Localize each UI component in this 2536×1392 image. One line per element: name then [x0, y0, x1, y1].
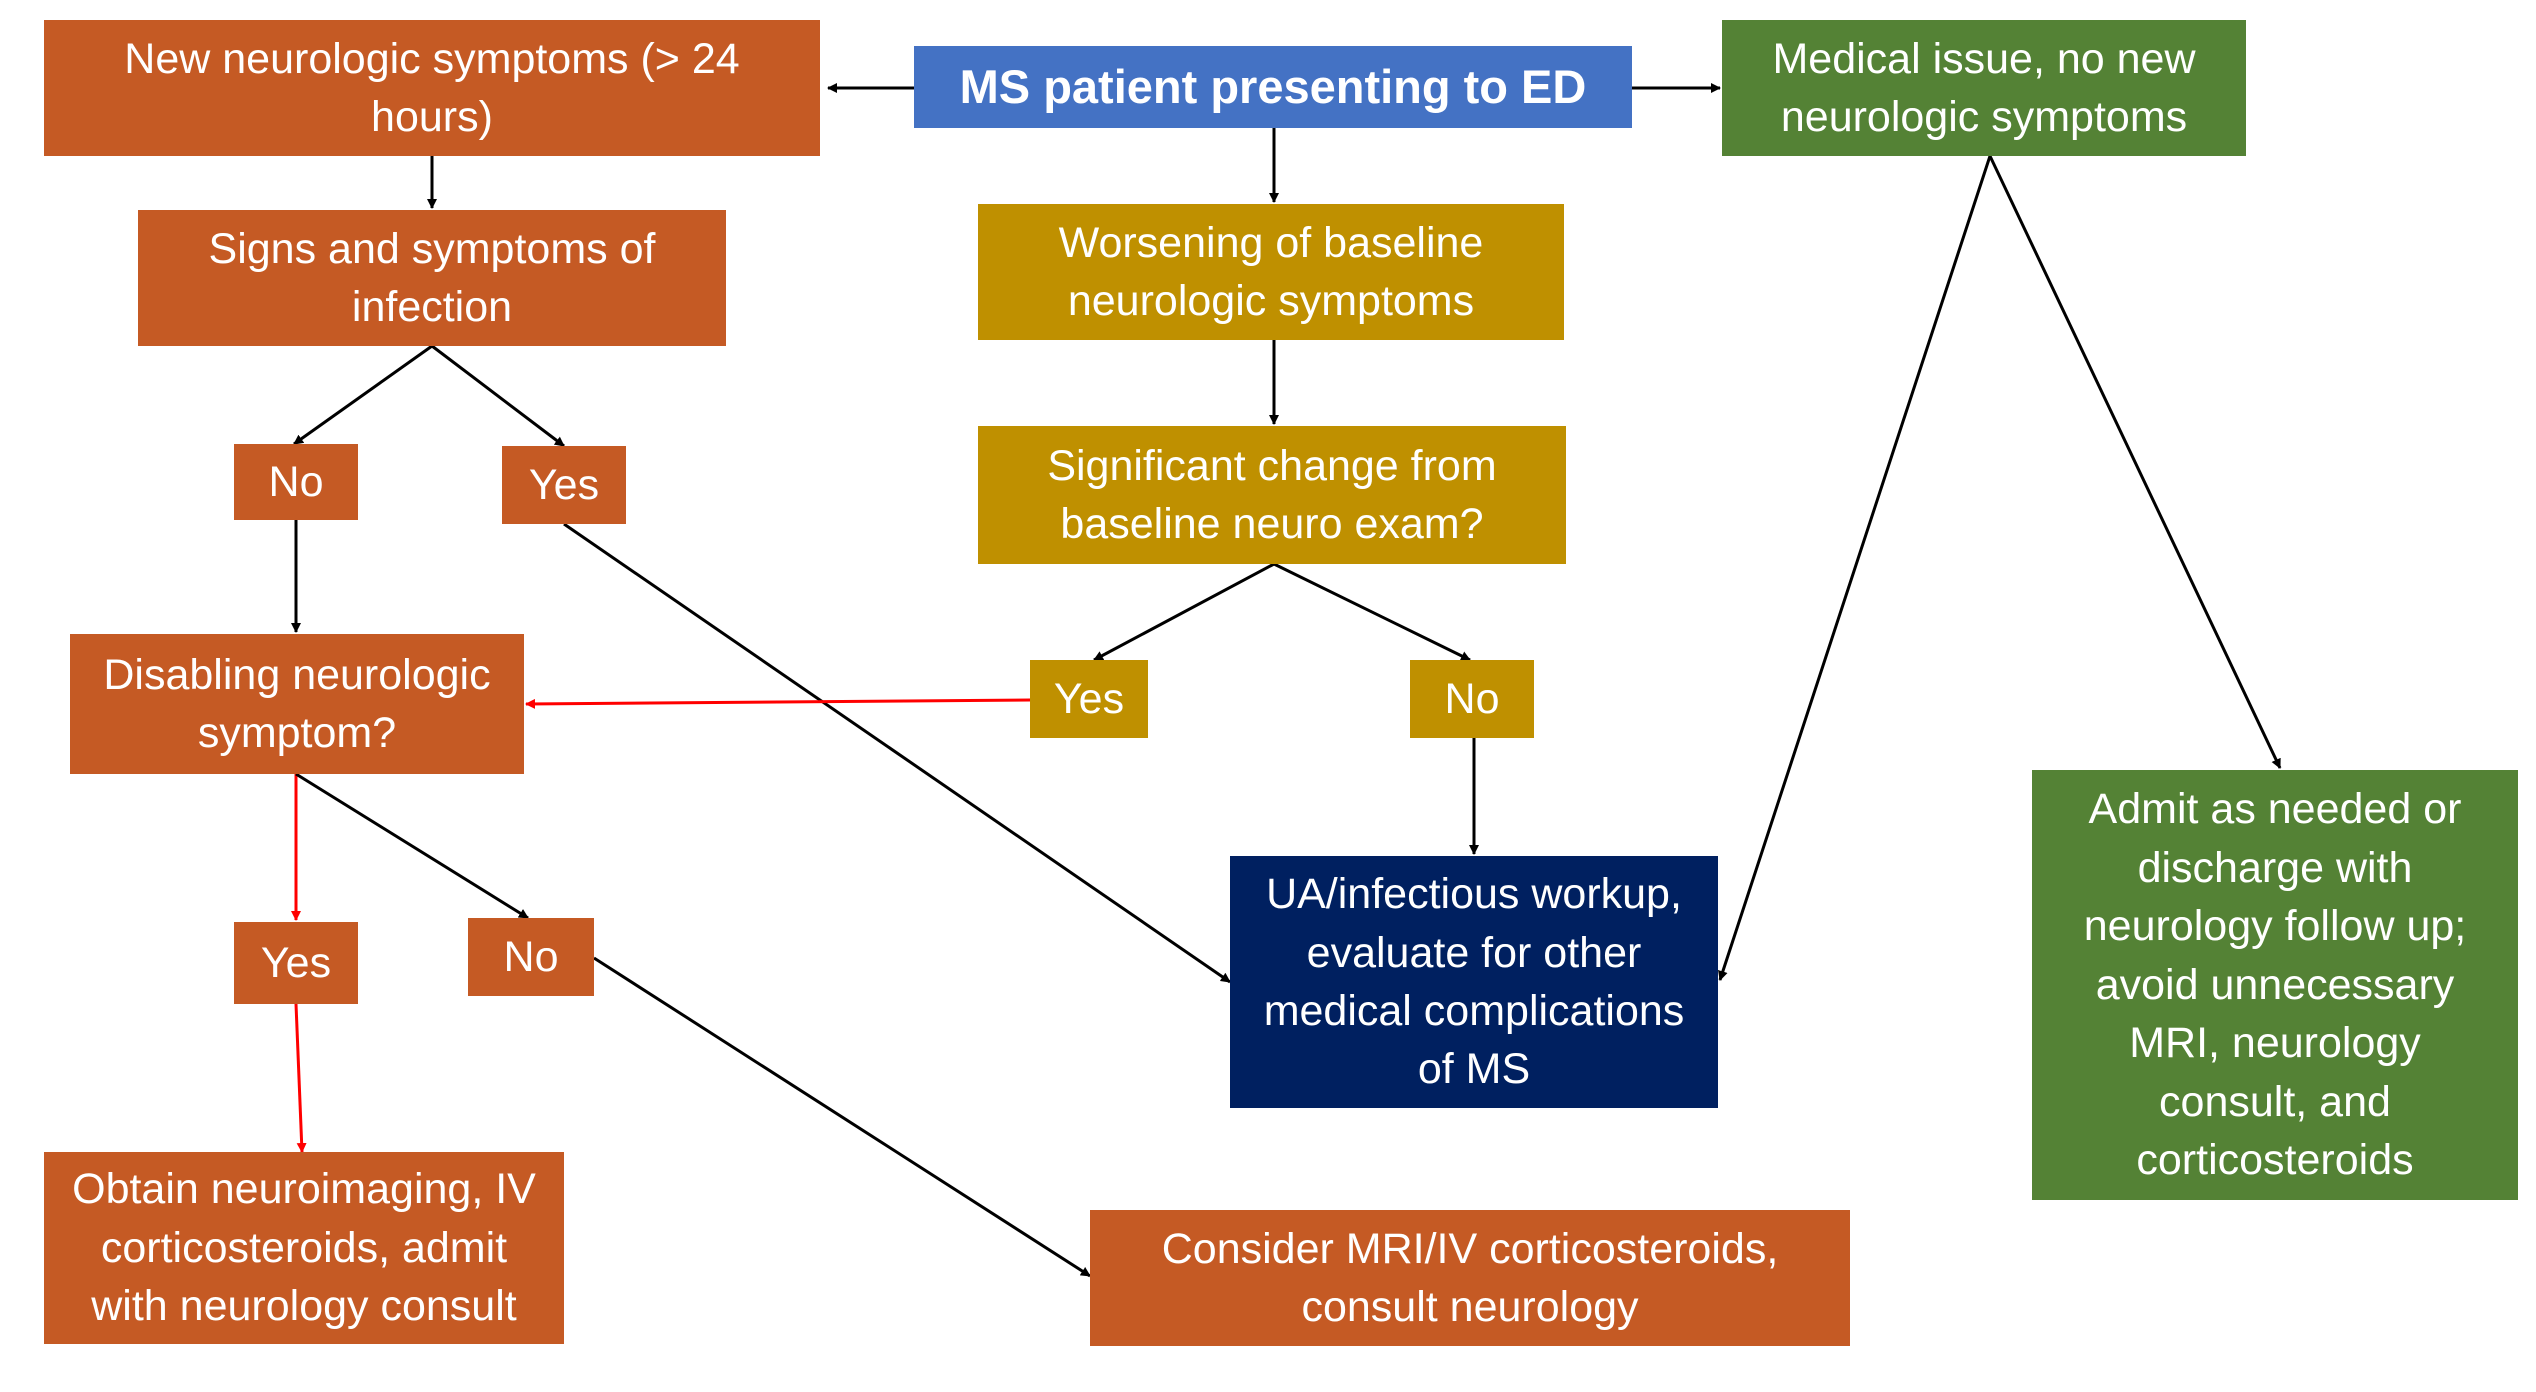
arrow-yes-to-obtain-imaging [294, 1003, 307, 1153]
admit-discharge-node: Admit as needed or discharge with neurol… [2032, 770, 2518, 1200]
worsening-node: Worsening of baseline neurologic symptom… [978, 204, 1564, 340]
disabling-yes-node: Yes [234, 922, 358, 1004]
arrow-change-to-no [1273, 562, 1471, 662]
medical-issue-node: Medical issue, no new neurologic symptom… [1722, 20, 2246, 156]
arrow-change-yes-to-disabling [525, 698, 1031, 709]
infection-no-node: No [234, 444, 358, 520]
arrow-disabling-to-no [295, 772, 529, 920]
disabling-node: Disabling neurologic symptom? [70, 634, 524, 774]
arrow-infection-to-no [293, 344, 433, 446]
start-node: MS patient presenting to ED [914, 46, 1632, 128]
arrow-medical-issue-to-ua-workup [1718, 155, 1992, 981]
new-symptoms-node: New neurologic symptoms (> 24 hours) [44, 20, 820, 156]
consider-mri-node: Consider MRI/IV corticosteroids, consult… [1090, 1210, 1850, 1346]
infection-yes-node: Yes [502, 446, 626, 524]
arrow-medical-issue-to-admit [1988, 155, 2282, 769]
infection-signs-node: Signs and symptoms of infection [138, 210, 726, 346]
ua-workup-node: UA/infectious workup, evaluate for other… [1230, 856, 1718, 1108]
disabling-no-node: No [468, 918, 594, 996]
arrow-yes-to-ua-workup [563, 522, 1231, 984]
arrow-no-to-consider-mri [593, 956, 1091, 1278]
change-yes-node: Yes [1030, 660, 1148, 738]
significant-change-node: Significant change from baseline neuro e… [978, 426, 1566, 564]
arrow-change-to-yes [1093, 562, 1275, 662]
obtain-imaging-node: Obtain neuroimaging, IV corticosteroids,… [44, 1152, 564, 1344]
change-no-node: No [1410, 660, 1534, 738]
arrow-infection-to-yes [431, 344, 565, 448]
